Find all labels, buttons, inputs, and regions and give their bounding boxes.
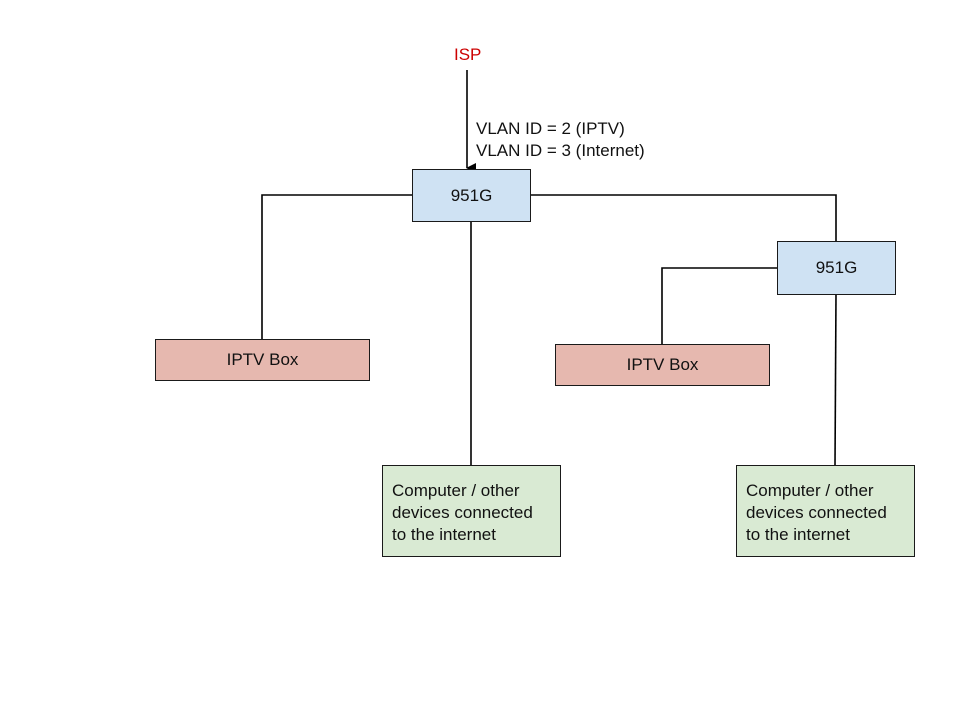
- computer-left-line-1: Computer / other: [392, 481, 520, 500]
- computer-left-line-2: devices connected: [392, 503, 533, 522]
- line-secondary-to-computer-right: [834, 293, 837, 467]
- router-main: 951G: [412, 169, 531, 222]
- computer-right-line-1: Computer / other: [746, 481, 874, 500]
- line-secondary-to-iptv-right: [661, 267, 778, 345]
- router-secondary: 951G: [777, 241, 896, 295]
- computer-box-left: Computer / other devices connected to th…: [382, 465, 561, 557]
- isp-label: ISP: [454, 45, 482, 64]
- computer-left-line-3: to the internet: [392, 525, 496, 544]
- router-secondary-label: 951G: [815, 258, 858, 277]
- router-main-label: 951G: [450, 185, 493, 205]
- iptv-box-right-label: IPTV Box: [626, 355, 699, 374]
- vlan-iptv-label: VLAN ID = 2 (IPTV): [476, 119, 625, 138]
- iptv-box-left-label: IPTV Box: [226, 350, 299, 369]
- computer-box-right: Computer / other devices connected to th…: [736, 465, 915, 557]
- computer-right-line-2: devices connected: [746, 503, 887, 522]
- computer-right-line-3: to the internet: [746, 525, 850, 544]
- iptv-box-right: IPTV Box: [555, 344, 770, 386]
- iptv-box-left: IPTV Box: [155, 339, 370, 381]
- vlan-internet-label: VLAN ID = 3 (Internet): [476, 141, 645, 160]
- line-main-to-router-secondary: [530, 194, 837, 242]
- line-main-to-iptv-left: [261, 194, 413, 340]
